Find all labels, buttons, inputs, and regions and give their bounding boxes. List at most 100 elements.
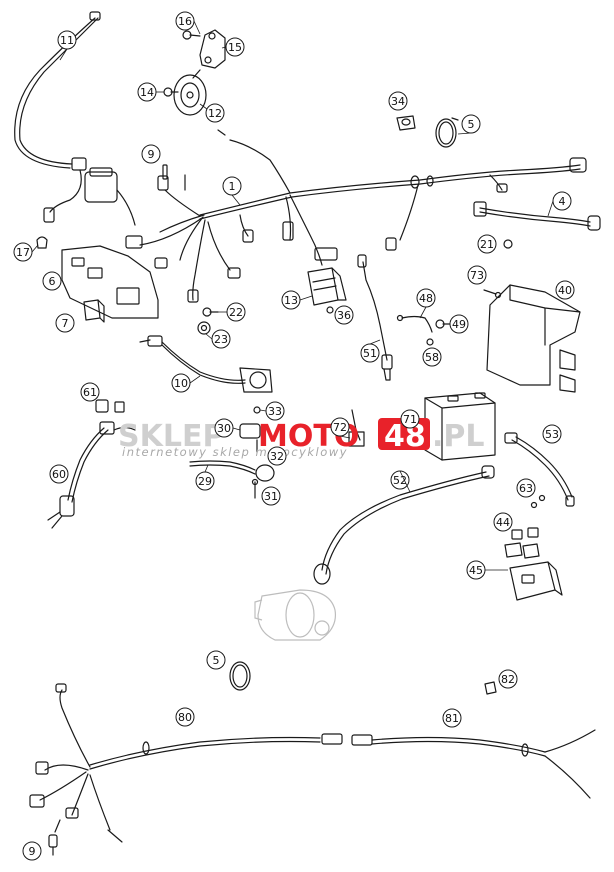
part-battery-box-40 (486, 284, 581, 393)
part-main-harness-1 (125, 129, 587, 303)
svg-text:16: 16 (178, 15, 192, 28)
callout: 13 (281, 290, 301, 310)
callout: 5 (461, 114, 481, 134)
part-cable-tie-5b (229, 661, 251, 691)
svg-text:13: 13 (284, 294, 298, 307)
part-horn-12 (173, 69, 207, 116)
part-bulb-9b (48, 834, 58, 856)
callout: 44 (493, 512, 513, 532)
part-cable-10 (139, 335, 273, 393)
part-cable-53 (504, 432, 575, 507)
callout: 58 (422, 347, 442, 367)
svg-text:60: 60 (52, 468, 66, 481)
svg-text:31: 31 (264, 490, 278, 503)
part-screw-22 (202, 307, 219, 317)
svg-text:10: 10 (174, 377, 188, 390)
svg-text:48: 48 (419, 292, 433, 305)
leader-lines (31, 20, 554, 571)
callout: 12 (205, 103, 225, 123)
callout: 71 (400, 409, 420, 429)
watermark-tagline: internetowy sklep motocyklowy (122, 445, 348, 459)
svg-text:21: 21 (480, 238, 494, 251)
part-cable-60 (47, 421, 136, 529)
svg-text:23: 23 (214, 333, 228, 346)
callout: 34 (388, 91, 408, 111)
svg-text:58: 58 (425, 351, 439, 364)
callout: 82 (498, 669, 518, 689)
svg-text:12: 12 (208, 107, 222, 120)
svg-text:29: 29 (198, 475, 212, 488)
svg-text:6: 6 (49, 275, 56, 288)
part-cable-29 (189, 460, 275, 482)
callout: 36 (334, 305, 354, 325)
callout: 33 (265, 401, 285, 421)
svg-text:22: 22 (229, 306, 243, 319)
part-nut-34 (396, 115, 416, 131)
svg-text:44: 44 (496, 516, 510, 529)
callout: 53 (542, 424, 562, 444)
callout: 6 (42, 271, 62, 291)
callout: 52 (390, 470, 410, 490)
callout: 29 (195, 471, 215, 491)
starter-motor-ghost (254, 589, 337, 641)
part-cable-4 (473, 201, 601, 231)
callout: 51 (360, 343, 380, 363)
part-cable-52 (313, 465, 495, 585)
svg-text:73: 73 (470, 269, 484, 282)
svg-text:72: 72 (333, 421, 347, 434)
callout: 15 (225, 37, 245, 57)
svg-text:32: 32 (270, 450, 284, 463)
watermark-brand-left: SKLEP (118, 419, 224, 454)
part-screw-21 (503, 239, 513, 249)
callout: 63 (516, 478, 536, 498)
part-cable-tie-5 (435, 117, 459, 148)
part-screw-49 (435, 319, 451, 329)
part-sensor-51 (357, 254, 393, 381)
svg-text:9: 9 (148, 148, 155, 161)
callout: 9 (141, 144, 161, 164)
callout: 16 (175, 11, 195, 31)
callout: 81 (442, 708, 462, 728)
svg-text:40: 40 (558, 284, 572, 297)
part-wire-48 (396, 314, 433, 333)
callout: 61 (80, 382, 100, 402)
callout: 45 (466, 560, 486, 580)
part-screw-31 (251, 478, 259, 499)
part-sensor-30 (239, 423, 261, 439)
callout: 4 (552, 191, 572, 211)
callout: 10 (171, 373, 191, 393)
part-cable-11 (14, 11, 101, 223)
svg-text:15: 15 (228, 41, 242, 54)
callout: 7 (55, 313, 75, 333)
part-fuses-44 (511, 527, 539, 540)
callout: 14 (137, 82, 157, 102)
part-bracket-15 (199, 29, 226, 69)
callout: 23 (211, 329, 231, 349)
callout: 32 (267, 446, 287, 466)
part-bulb-17 (36, 236, 48, 249)
svg-text:9: 9 (29, 845, 36, 858)
callout: 5 (206, 650, 226, 670)
svg-text:4: 4 (559, 195, 566, 208)
part-harness-80 (29, 683, 343, 843)
svg-text:51: 51 (363, 347, 377, 360)
svg-text:17: 17 (16, 246, 30, 259)
part-screw-14 (163, 87, 179, 97)
callout: 1 (222, 176, 242, 196)
svg-text:33: 33 (268, 405, 282, 418)
callout: 9 (22, 841, 42, 861)
part-washer-58 (426, 338, 434, 346)
part-screws-63 (530, 494, 546, 509)
callout: 40 (555, 280, 575, 300)
part-grommet-23 (197, 321, 211, 335)
part-screw-36 (326, 306, 334, 314)
callout: 48 (416, 288, 436, 308)
part-holder-61 (95, 399, 125, 413)
watermark-brand-tld: .PL (432, 419, 485, 454)
part-plate-6 (61, 245, 159, 319)
svg-text:71: 71 (403, 413, 417, 426)
svg-text:5: 5 (213, 654, 220, 667)
callout: 73 (467, 265, 487, 285)
part-relay-7 (83, 299, 105, 323)
